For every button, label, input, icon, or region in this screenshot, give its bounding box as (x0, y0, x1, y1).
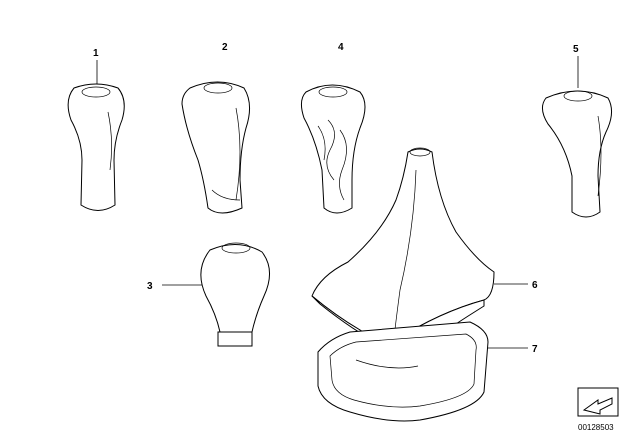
part-label-3: 3 (147, 281, 153, 292)
part-label-5: 5 (573, 44, 579, 55)
part-label-4: 4 (338, 42, 344, 53)
diagram-id: 00128503 (578, 423, 614, 432)
gear-knob-leather-icon (181, 81, 250, 214)
gear-knob-wood-icon (300, 84, 366, 214)
boot-frame-icon (317, 321, 528, 422)
gear-knob-tapered-icon (67, 60, 125, 211)
part-label-2: 2 (222, 42, 228, 53)
direction-arrow-icon (577, 387, 619, 417)
gear-knob-round-icon (162, 242, 270, 347)
part-label-6: 6 (532, 280, 538, 291)
gear-knob-chrome-icon (542, 56, 612, 218)
part-label-7: 7 (532, 344, 538, 355)
part-label-1: 1 (93, 48, 99, 59)
